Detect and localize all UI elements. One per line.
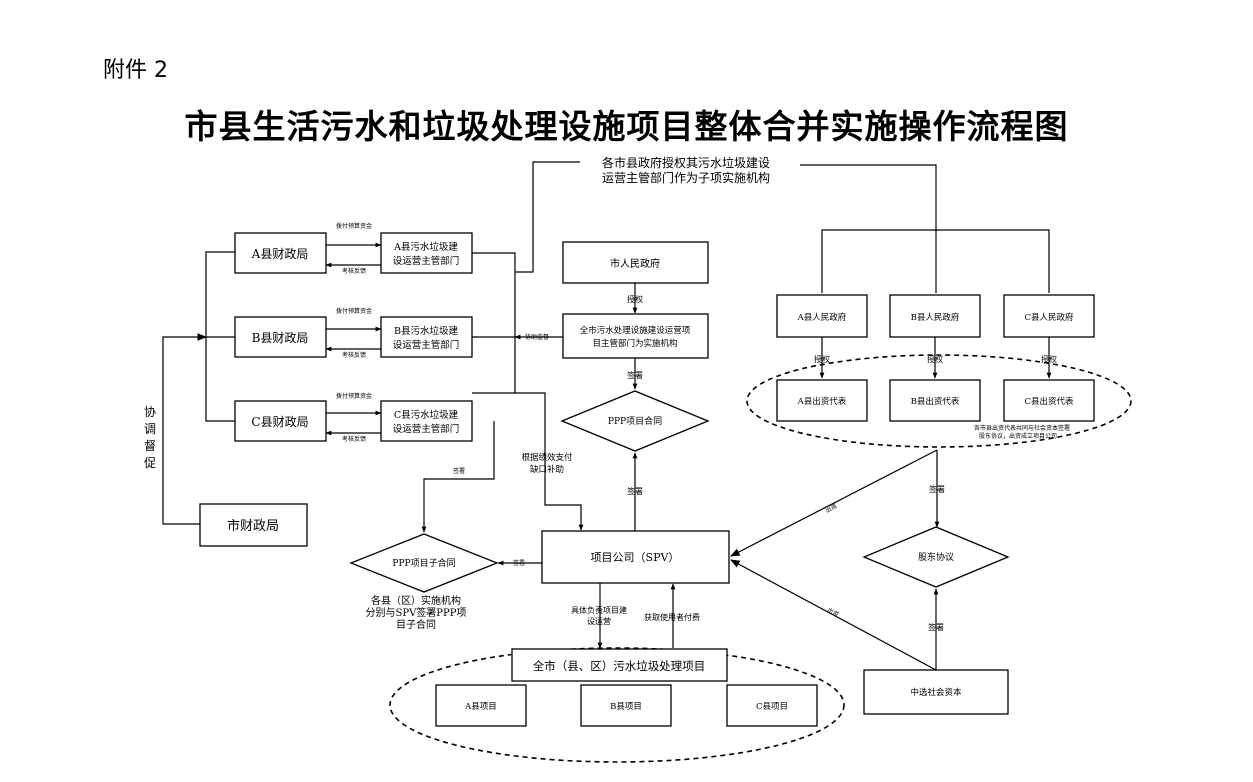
coordinate-char-1: 协	[144, 404, 156, 419]
a-project-label: A县项目	[464, 702, 497, 712]
c-gov-label: C县人民政府	[1024, 312, 1074, 323]
b-finance-bureau: B县财政局	[234, 316, 327, 358]
edge-label-sign-sub-spv: 签署	[513, 559, 525, 567]
b-dept-label-1: B县污水垃圾建	[394, 325, 458, 337]
edge-label-perf-pay-2: 缺口补助	[530, 464, 564, 475]
b-project-label: B县项目	[610, 702, 642, 712]
c-dept-label-2: 设运营主管部门	[393, 423, 460, 435]
c-dept-label-1: C县污水垃圾建	[394, 409, 459, 421]
b-rep-box: B县出资代表	[889, 379, 981, 422]
city-dept-label-1: 全市污水处理设施建设运营项	[580, 325, 691, 336]
c-rep-label: C县出资代表	[1024, 396, 1074, 407]
social-capital-box: 中选社会资本	[863, 669, 1009, 715]
page-title: 市县生活污水和垃圾处理设施项目整体合并实施操作流程图	[184, 107, 1069, 146]
edge-label-build-op-1: 具体负责项目建	[571, 605, 627, 615]
a-rep-box: A县出资代表	[776, 379, 868, 422]
left-bracket-connector	[162, 251, 235, 525]
program-box: 全市（县、区）污水垃圾处理项目	[511, 648, 728, 682]
b-finance-label: B县财政局	[252, 331, 309, 345]
a-gov-label: A县人民政府	[797, 312, 847, 323]
edge-label-feedback-b: 考核反馈	[342, 351, 366, 359]
shareholder-agreement-diamond: 股东协议	[862, 526, 1010, 588]
dept-right-bracket	[472, 161, 1050, 394]
attachment-label: 附件 2	[103, 58, 168, 83]
a-dept-label-1: A县污水垃圾建	[393, 241, 458, 253]
rep-note-1: 各市县出资代表共同与社会资本签署	[974, 424, 1070, 432]
city-dept-label-2: 目主管部门为实施机构	[592, 338, 677, 349]
a-dept-box: A县污水垃圾建 设运营主管部门	[380, 232, 473, 274]
b-gov-label: B县人民政府	[911, 312, 960, 323]
coordinate-char-4: 促	[144, 456, 156, 470]
c-county-gov-box: C县人民政府	[1003, 294, 1095, 338]
b-project-box: B县项目	[580, 684, 672, 727]
c-dept-box: C县污水垃圾建 设运营主管部门	[380, 400, 473, 442]
a-finance-label: A县财政局	[251, 247, 309, 261]
authorize-note-line-1: 各市县政府授权其污水垃圾建设	[602, 155, 770, 170]
b-county-gov-box: B县人民政府	[889, 294, 981, 338]
edge-label-authorize-a: 授权	[814, 354, 830, 364]
city-finance-box: 市财政局	[199, 503, 308, 547]
edge-label-perf-pay-1: 根据绩效支付	[521, 452, 573, 463]
a-county-gov-box: A县人民政府	[776, 294, 868, 338]
a-project-box: A县项目	[435, 684, 527, 727]
program-label: 全市（县、区）污水垃圾处理项目	[533, 659, 706, 673]
edge-label-pay-budget-a: 拨付预算资金	[336, 222, 372, 230]
c-rep-box: C县出资代表	[1003, 379, 1095, 422]
edge-label-authorize-c: 授权	[1041, 354, 1057, 364]
edge-label-invest-reps: 出资	[824, 502, 838, 515]
social-capital-label: 中选社会资本	[910, 687, 962, 698]
c-finance-bureau: C县财政局	[234, 400, 327, 442]
spv-label: 项目公司（SPV）	[591, 551, 680, 564]
a-finance-bureau: A县财政局	[234, 232, 327, 274]
edge-label-feedback-c: 考核反馈	[342, 435, 366, 443]
edge-label-sign-city: 签署	[627, 370, 643, 380]
coordinate-char-3: 督	[144, 438, 156, 453]
edge-label-authorize-city: 授权	[627, 294, 643, 304]
reps-ellipse	[746, 354, 1132, 448]
authorize-note-line-2: 运营主管部门作为子项实施机构	[602, 170, 770, 185]
rep-note-2: 股东协议，出资成立项目公司	[979, 432, 1057, 440]
edge-label-coop-supervise: 协助监督	[525, 333, 549, 341]
edge-label-sign-spv: 签署	[627, 486, 643, 496]
edge-label-invest-capital: 出资	[826, 606, 840, 619]
edge-label-pay-budget-c: 拨付预算资金	[336, 392, 372, 400]
city-finance-label: 市财政局	[227, 518, 279, 534]
ppp-contract-diamond: PPP项目合同	[560, 390, 710, 452]
shareholder-agreement-label: 股东协议	[918, 551, 954, 563]
edge-label-feedback-a: 考核反馈	[342, 267, 366, 275]
ppp-contract-label: PPP项目合同	[608, 415, 662, 427]
a-dept-label-2: 设运营主管部门	[393, 255, 460, 267]
c-project-box: C县项目	[726, 684, 818, 727]
city-dept-box: 全市污水处理设施建设运营项 目主管部门为实施机构	[562, 313, 709, 359]
edge-label-pay-budget-b: 拨付预算资金	[336, 307, 372, 315]
finance-dept-arrows	[325, 242, 382, 436]
b-dept-label-2: 设运营主管部门	[393, 339, 460, 351]
sub-contract-note-1: 各县（区）实施机构	[371, 594, 461, 607]
city-government-box: 市人民政府	[562, 241, 709, 284]
coordinate-char-2: 调	[144, 422, 156, 436]
c-project-label: C县项目	[756, 702, 788, 712]
b-rep-label: B县出资代表	[911, 396, 960, 407]
edge-label-sign-capital: 签署	[928, 622, 944, 632]
a-rep-label: A县出资代表	[797, 396, 847, 407]
ppp-sub-contract-label: PPP项目子合同	[392, 557, 455, 569]
city-gov-label: 市人民政府	[610, 257, 660, 270]
edge-label-sign-reps: 签署	[929, 484, 945, 494]
b-dept-box: B县污水垃圾建 设运营主管部门	[380, 316, 473, 358]
spv-box: 项目公司（SPV）	[541, 530, 730, 584]
c-finance-label: C县财政局	[251, 415, 308, 429]
sub-contract-note-3: 目子合同	[396, 618, 436, 631]
edge-label-authorize-b: 授权	[927, 354, 943, 364]
sub-contract-note-2: 分别与SPV签署PPP项	[366, 606, 467, 619]
projects-ellipse	[389, 647, 845, 763]
edge-label-user-fee: 获取使用者付费	[644, 612, 700, 622]
edge-label-build-op-2: 设运营	[587, 616, 611, 626]
ppp-sub-contract-diamond: PPP项目子合同	[349, 533, 499, 593]
edge-label-sign-sub: 签署	[453, 467, 465, 475]
